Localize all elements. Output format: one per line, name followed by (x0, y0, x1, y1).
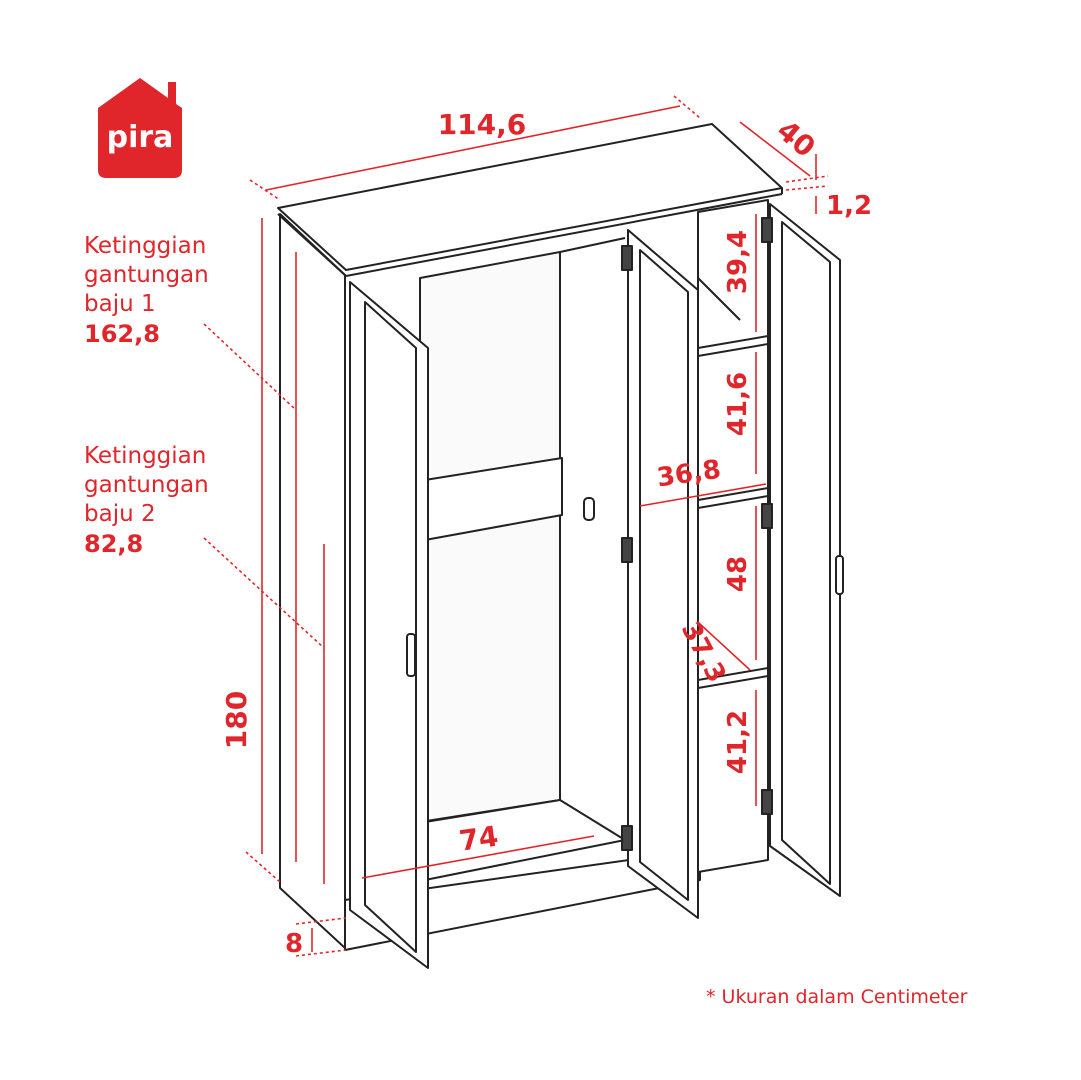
hinge-icon (761, 503, 773, 529)
hanging-height-2-value: 82,8 (84, 530, 144, 558)
middle-door (627, 229, 699, 919)
plinth (344, 849, 701, 951)
hanging-height-1: Ketinggian gantungan baju 1 162,8 (84, 232, 209, 349)
left-side-panel (279, 213, 346, 949)
footnote: * Ukuran dalam Centimeter (706, 986, 968, 1008)
hanging-height-1-value: 162,8 (84, 320, 160, 348)
hinge-icon (621, 825, 633, 851)
hinge-icon (761, 217, 773, 243)
hinge-icon (621, 245, 633, 271)
dim-shelf-2: 41,6 (723, 372, 753, 436)
left-door-handle (406, 633, 416, 677)
hanging-height-1-line3: baju 1 (84, 291, 156, 317)
dim-shelf-3: 48 (723, 556, 753, 592)
right-door (769, 203, 841, 897)
dim-inner-width: 74 (457, 820, 500, 858)
dimension-lines (203, 95, 829, 957)
hinge-icon (761, 789, 773, 815)
dim-height: 180 (220, 691, 253, 749)
dim-shelf-1: 39,4 (723, 230, 753, 294)
hinge-icon (621, 537, 633, 563)
dim-depth: 40 (771, 114, 822, 164)
hanging-height-2-line1: Ketinggian (84, 443, 207, 469)
logo-text: pira (107, 120, 174, 155)
dim-shelf-4: 41,2 (723, 710, 753, 774)
pira-logo: pira (98, 78, 182, 178)
hanging-height-2: Ketinggian gantungan baju 2 82,8 (84, 442, 209, 559)
left-door (349, 281, 429, 969)
hanging-height-2-line3: baju 2 (84, 501, 156, 527)
dim-plinth: 8 (285, 929, 303, 959)
right-door-handle (835, 555, 844, 595)
hanging-height-1-line2: gantungan (84, 262, 209, 288)
hanging-height-1-line1: Ketinggian (84, 233, 207, 259)
hanging-height-2-line2: gantungan (84, 472, 209, 498)
dim-width: 114,6 (438, 108, 527, 141)
lock-icon (583, 497, 595, 521)
dim-top-thickness: 1,2 (826, 191, 872, 221)
